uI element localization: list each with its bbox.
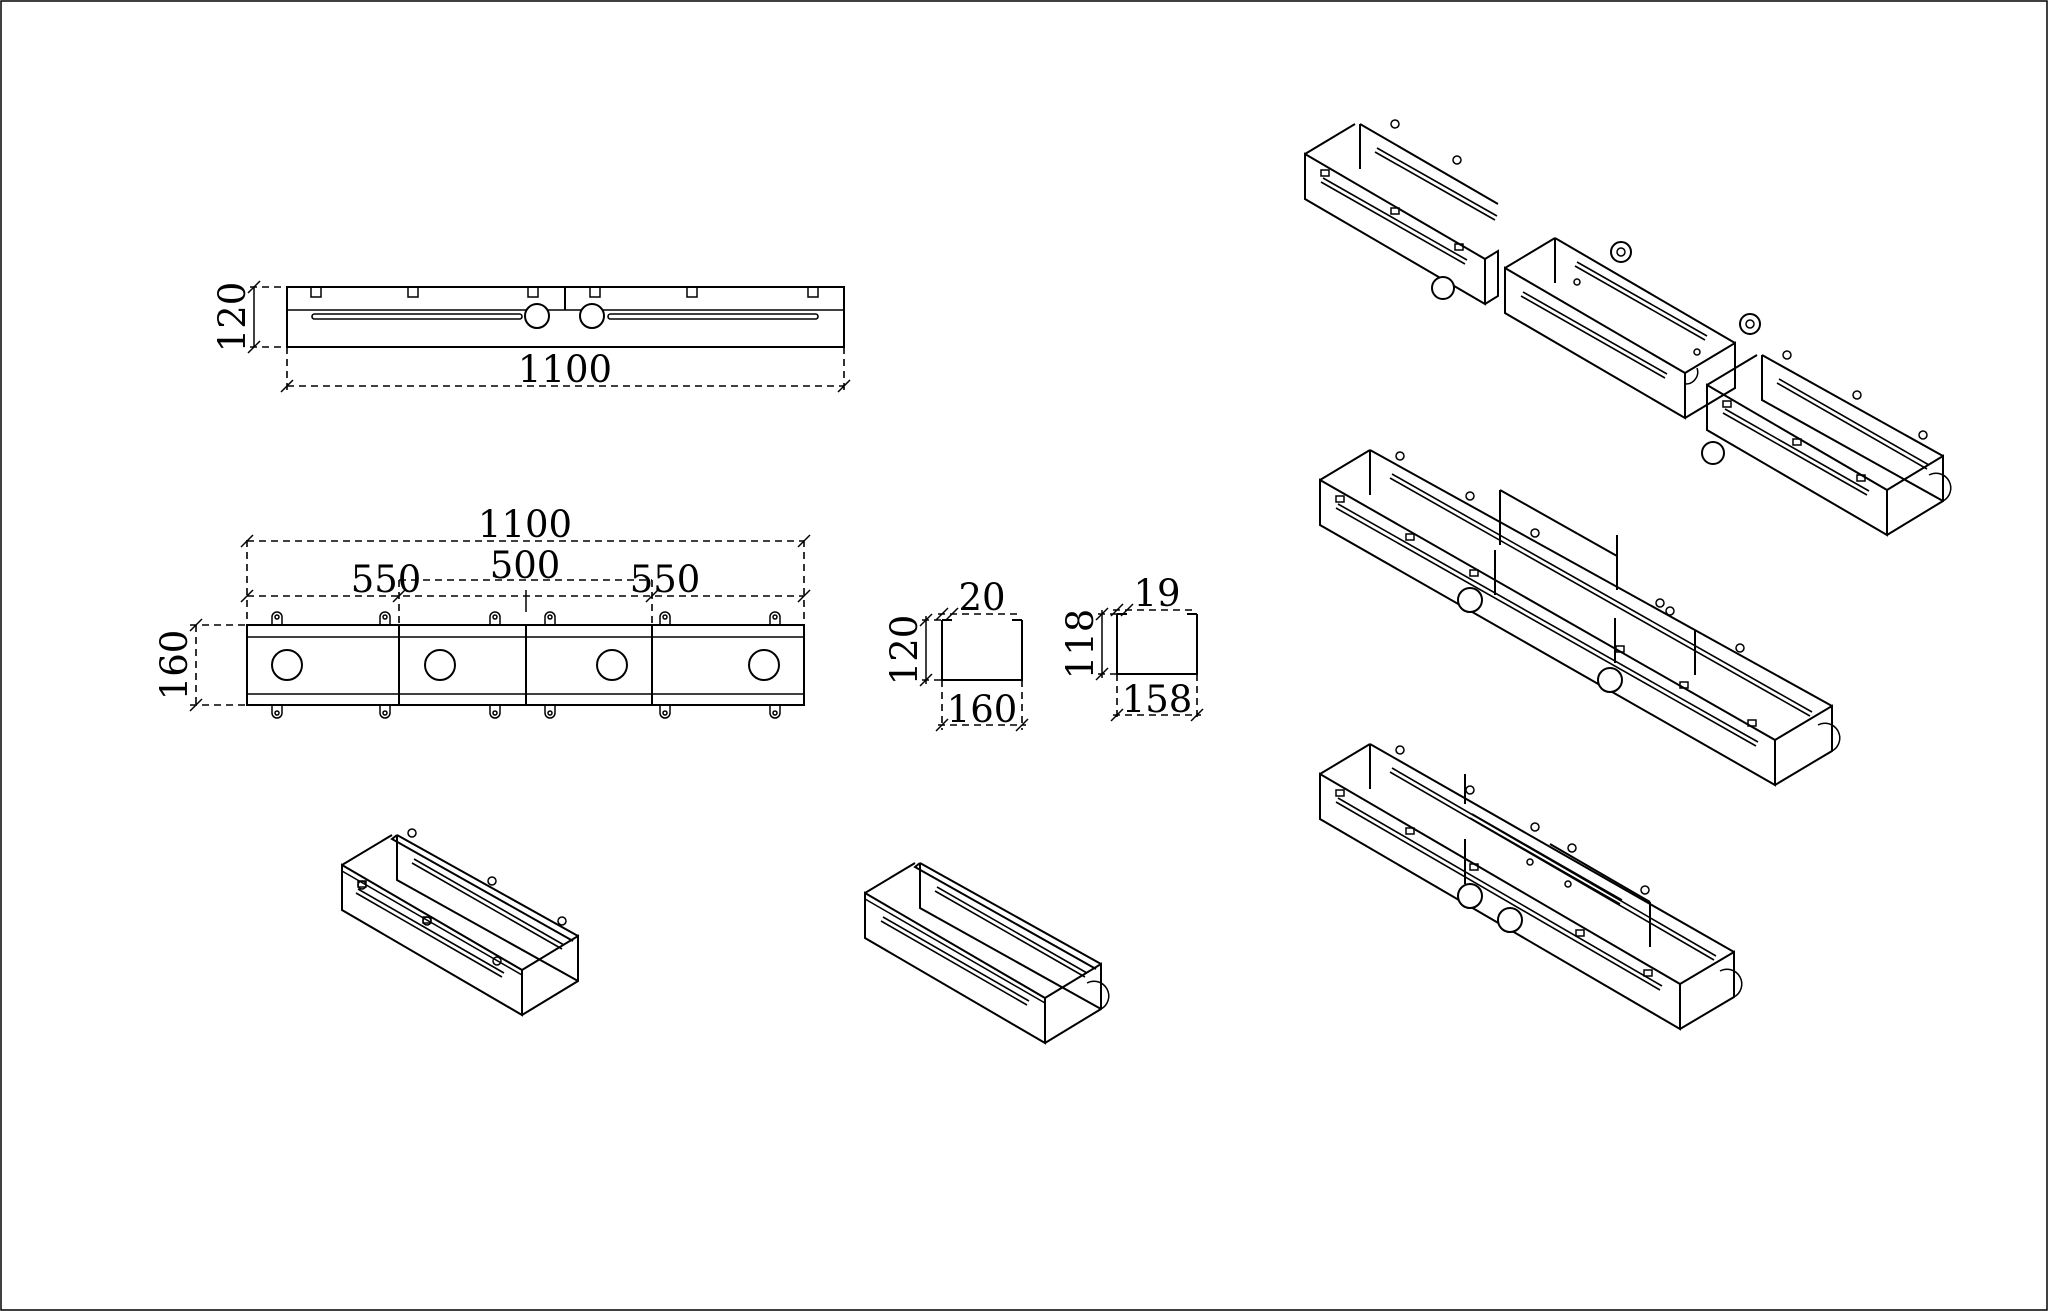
bracket-square xyxy=(310,286,322,298)
dim-tick xyxy=(240,534,254,548)
bracket-square xyxy=(527,286,539,298)
bracket-tabs-bottom xyxy=(271,705,781,719)
bracket-square xyxy=(807,286,819,298)
section-a-flange-label: 20 xyxy=(958,576,1005,619)
bracket-square xyxy=(686,286,698,298)
dim-tick xyxy=(247,340,261,354)
top-view-right-label: 550 xyxy=(630,558,701,601)
section-b: 118 19 158 xyxy=(1059,572,1204,722)
bracket-square xyxy=(589,286,601,298)
side-view-height-label: 120 xyxy=(211,282,254,353)
iso-exploded-assembly xyxy=(1304,119,1952,537)
section-b-width-label: 158 xyxy=(1122,678,1193,721)
section-b-profile xyxy=(1116,614,1198,675)
dim-tick xyxy=(1190,708,1204,722)
knob-circle xyxy=(524,303,550,329)
top-view-hole xyxy=(424,649,456,681)
dim-tick xyxy=(1110,603,1124,617)
dim-tick xyxy=(240,589,254,603)
slot xyxy=(311,313,523,320)
dim-tick xyxy=(1095,607,1109,621)
slot xyxy=(607,313,819,320)
dim-tick xyxy=(645,589,659,603)
iso-single-tray-plain xyxy=(864,862,1110,1045)
dim-tick xyxy=(797,534,811,548)
section-a-profile xyxy=(941,620,1023,681)
dim-tick xyxy=(189,618,203,632)
bracket-tabs-top xyxy=(271,611,781,625)
dim-tick xyxy=(945,607,959,621)
side-view-length-label: 1100 xyxy=(518,348,612,391)
top-view-hole xyxy=(748,649,780,681)
knob-circle xyxy=(579,303,605,329)
iso-single-tray-brackets xyxy=(341,828,579,1017)
dim-tick xyxy=(280,379,294,393)
dim-tick xyxy=(1015,718,1029,732)
section-a: 120 20 160 xyxy=(883,576,1029,732)
top-view-left-label: 550 xyxy=(351,558,422,601)
iso-joined-assembly xyxy=(1319,449,1841,787)
dim-tick xyxy=(392,589,406,603)
dim-tick xyxy=(919,673,933,687)
dim-tick xyxy=(797,589,811,603)
top-view-total-label: 1100 xyxy=(478,503,572,546)
section-a-width-label: 160 xyxy=(947,688,1018,731)
top-view-width-label: 160 xyxy=(153,630,196,701)
dim-tick xyxy=(247,280,261,294)
dim-tick xyxy=(837,379,851,393)
top-view-hole xyxy=(596,649,628,681)
dim-tick xyxy=(1110,708,1124,722)
iso-overlapped-assembly xyxy=(1319,743,1743,1031)
bracket-square xyxy=(407,286,419,298)
dim-tick xyxy=(1095,667,1109,681)
top-view-hole xyxy=(271,649,303,681)
dim-tick xyxy=(935,607,949,621)
dim-tick xyxy=(935,718,949,732)
dim-tick xyxy=(919,613,933,627)
section-b-flange-label: 19 xyxy=(1133,572,1180,615)
dim-tick xyxy=(189,698,203,712)
section-a-height-label: 120 xyxy=(883,615,926,686)
section-b-height-label: 118 xyxy=(1059,609,1102,680)
side-view: 120 1100 xyxy=(211,280,851,393)
dim-tick xyxy=(1120,603,1134,617)
top-view: 1100 550 500 550 160 xyxy=(153,503,811,719)
top-view-middle-label: 500 xyxy=(490,544,561,587)
